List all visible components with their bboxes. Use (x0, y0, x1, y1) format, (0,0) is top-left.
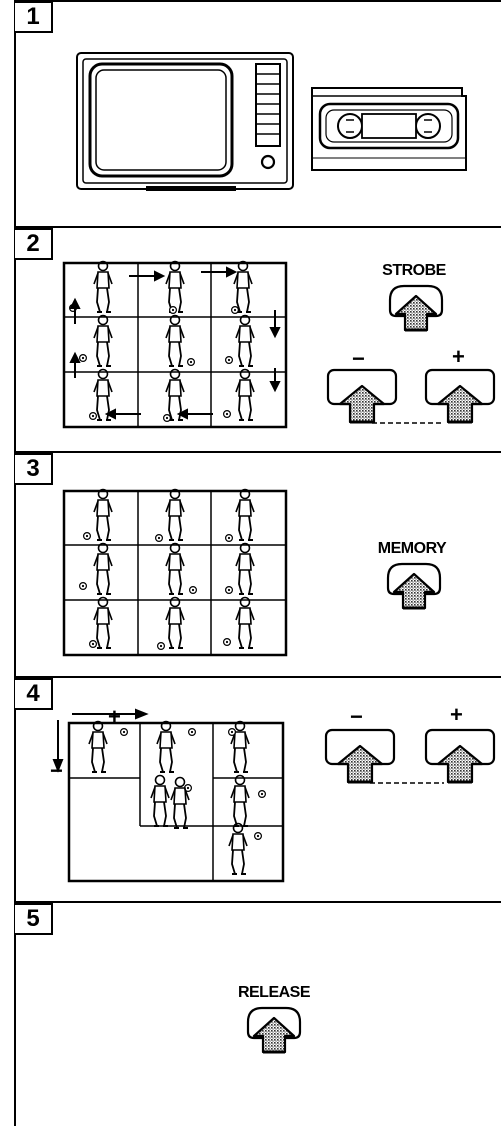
release-button-icon[interactable] (246, 1006, 302, 1056)
video-cassette-icon (310, 84, 468, 174)
divider (14, 226, 501, 228)
step-number: 3 (15, 453, 53, 485)
strobe-label: STROBE (364, 262, 464, 280)
minus-button-icon[interactable] (324, 728, 396, 788)
divider (14, 451, 501, 453)
dashed-link-line (370, 780, 444, 786)
divider (14, 901, 501, 903)
axis-minus-sign: − (50, 760, 63, 782)
plus-button-icon[interactable] (424, 368, 496, 428)
zoom-grid-illustration (68, 722, 284, 882)
step-number: 5 (15, 903, 53, 935)
divider (14, 676, 501, 678)
dashed-link-line (372, 420, 442, 426)
release-label: RELEASE (222, 984, 326, 1002)
divider (14, 0, 501, 2)
strobe-button-icon[interactable] (388, 284, 444, 334)
plus-sign: + (452, 346, 465, 368)
step-number: 2 (15, 228, 53, 260)
plus-button-icon[interactable] (424, 728, 496, 788)
memory-button-icon[interactable] (386, 562, 442, 612)
strobe-grid-illustration (63, 262, 287, 428)
step-number: 1 (15, 1, 53, 33)
minus-button-icon[interactable] (326, 368, 398, 428)
minus-sign: − (350, 706, 363, 728)
tv-icon (76, 52, 296, 192)
memory-grid-illustration (63, 490, 287, 656)
plus-sign: + (450, 704, 463, 726)
minus-sign: − (352, 348, 365, 370)
memory-label: MEMORY (360, 540, 464, 558)
